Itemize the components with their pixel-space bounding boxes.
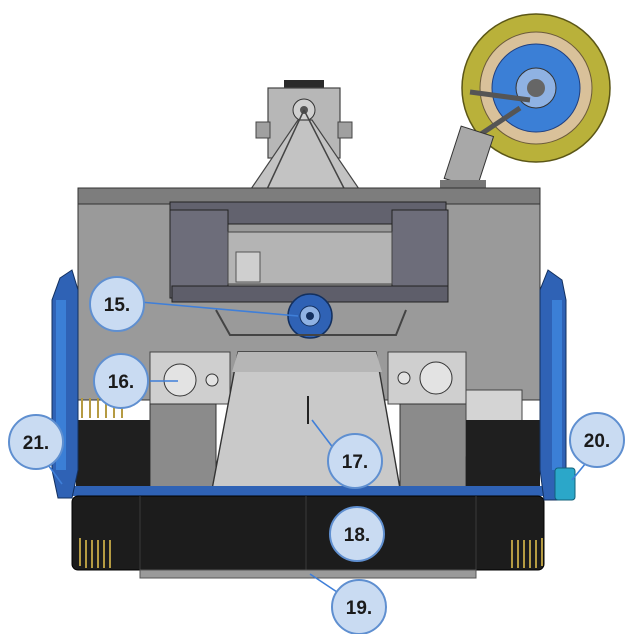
callout-17: 17. xyxy=(327,433,383,489)
left-side-frame xyxy=(51,269,79,499)
callout-15-label: 15. xyxy=(104,295,130,316)
callout-19-label: 19. xyxy=(346,598,372,619)
callout-21-label: 21. xyxy=(23,433,49,454)
roller xyxy=(70,420,546,579)
three-point-frame xyxy=(169,201,449,303)
gear-hub xyxy=(287,293,333,339)
callout-18: 18. xyxy=(329,506,385,562)
callout-16-label: 16. xyxy=(108,372,134,393)
hydraulic-fitting xyxy=(554,467,576,501)
callout-17-label: 17. xyxy=(342,452,368,473)
callout-19: 19. xyxy=(331,579,387,634)
callout-16: 16. xyxy=(93,353,149,409)
callout-18-label: 18. xyxy=(344,525,370,546)
right-side-frame xyxy=(539,269,567,501)
callout-20: 20. xyxy=(569,412,625,468)
callout-15: 15. xyxy=(89,276,145,332)
callout-21: 21. xyxy=(8,414,64,470)
leader-lines xyxy=(45,301,591,595)
callout-20-label: 20. xyxy=(584,431,610,452)
wheel-arm xyxy=(440,89,531,190)
linkage xyxy=(215,309,407,336)
